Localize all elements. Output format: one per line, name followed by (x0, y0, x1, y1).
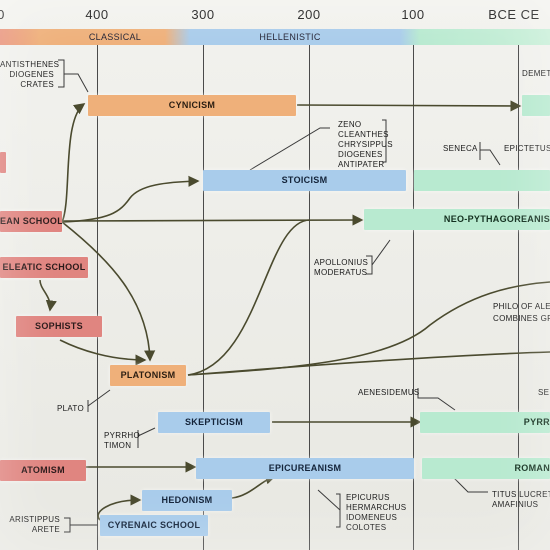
bracket-cynics (58, 59, 89, 93)
people-romans: Titus Lucretiu Amafinius (492, 490, 550, 509)
tick-label: 300 (191, 7, 215, 22)
school-stoicism-roman (414, 170, 550, 191)
people-seneca: Seneca (443, 144, 478, 153)
tick-label: 400 (85, 7, 109, 22)
people-sextus: Se (538, 388, 550, 397)
arrow-hedonism-epicureanism (231, 473, 277, 499)
tick-label: 0 (0, 7, 5, 22)
people-plato: Plato (57, 404, 84, 413)
bracket-cyrenaics (64, 517, 98, 533)
bracket-romans (453, 477, 488, 493)
era-band-bg (0, 29, 550, 45)
school-cynicism: Cynicism (88, 95, 296, 116)
school-roman: Roman (422, 458, 550, 479)
people-stoics: Zeno Cleanthes Chrysippus Diogenes Antip… (338, 120, 393, 169)
era-label-classical: Classical (88, 32, 142, 42)
grid-line (203, 45, 204, 550)
school-pythagorean: ean School (0, 211, 62, 232)
arrow-to-neopyth (61, 214, 364, 226)
people-epicureans: Epicurus Hermarchus Idomeneus Colotes (346, 493, 407, 532)
grid-line (97, 45, 98, 550)
arrow-to-stoicism (61, 175, 200, 223)
era-label-hellenistic: Hellenistic (259, 32, 321, 42)
people-neopythagoreans: Apollonius Moderatus (314, 258, 369, 277)
grid-line (413, 45, 414, 550)
pointer-stoics (249, 127, 330, 171)
people-skeptics: Pyrrho Timon (104, 431, 141, 450)
school-platonism: Platonism (110, 365, 186, 386)
arrow-to-cynicism (61, 103, 86, 223)
tick-label: 200 (297, 7, 321, 22)
school-epicureanism: Epicureanism (196, 458, 414, 479)
pointer-aenesidemus (417, 388, 456, 411)
people-philo: Philo of Alex (493, 302, 550, 311)
people-aenesidemus: Aenesidemus (358, 388, 420, 397)
arrow-cyrenaic-hedonism (97, 494, 142, 521)
school-neo-pythagoreanism: Neo-Pythagoreanis (364, 209, 550, 230)
school-cynicism-continuation (522, 95, 550, 116)
arrow-eleatic-sophists (39, 279, 57, 312)
school-hedonism: Hedonism (142, 490, 232, 511)
arrow-sophists-platonism (59, 339, 147, 366)
arrow-platonism-neopyth (187, 219, 311, 376)
school-sophists: Sophists (16, 316, 102, 337)
arrow-cynicism-forward (296, 100, 522, 112)
tick-label: 100 (401, 7, 425, 22)
grid-line (309, 45, 310, 550)
school-stoicism: Stoicism (203, 170, 406, 191)
bracket-neopyth (366, 239, 391, 275)
school-pyrrhonism: Pyrr (420, 412, 550, 433)
bracket-plato (87, 389, 111, 412)
school-atomism: Atomism (0, 460, 86, 481)
tick-label: BCE CE (488, 7, 540, 22)
bracket-skeptics (137, 427, 156, 448)
people-demetrius: Demet (522, 69, 550, 78)
people-epictetus: Epictetus (504, 144, 550, 153)
people-cyrenaics: Aristippus Arete (9, 515, 60, 534)
arrow-platonism-forward (187, 351, 550, 376)
bracket-seneca (479, 142, 501, 166)
arrow-to-platonism (61, 221, 156, 362)
school-skepticism: Skepticism (158, 412, 270, 433)
bracket-stoics (382, 119, 387, 163)
school-eleatic: Eleatic School (0, 257, 88, 278)
grid-line (518, 45, 519, 550)
people-philo-note: combines Gr (493, 314, 550, 323)
people-cynics: Antisthenes Diogenes Crates (0, 60, 60, 89)
school-presocratic-top (0, 152, 6, 173)
school-cyrenaic: Cyrenaic School (100, 515, 208, 536)
bracket-epicureans (317, 489, 341, 528)
